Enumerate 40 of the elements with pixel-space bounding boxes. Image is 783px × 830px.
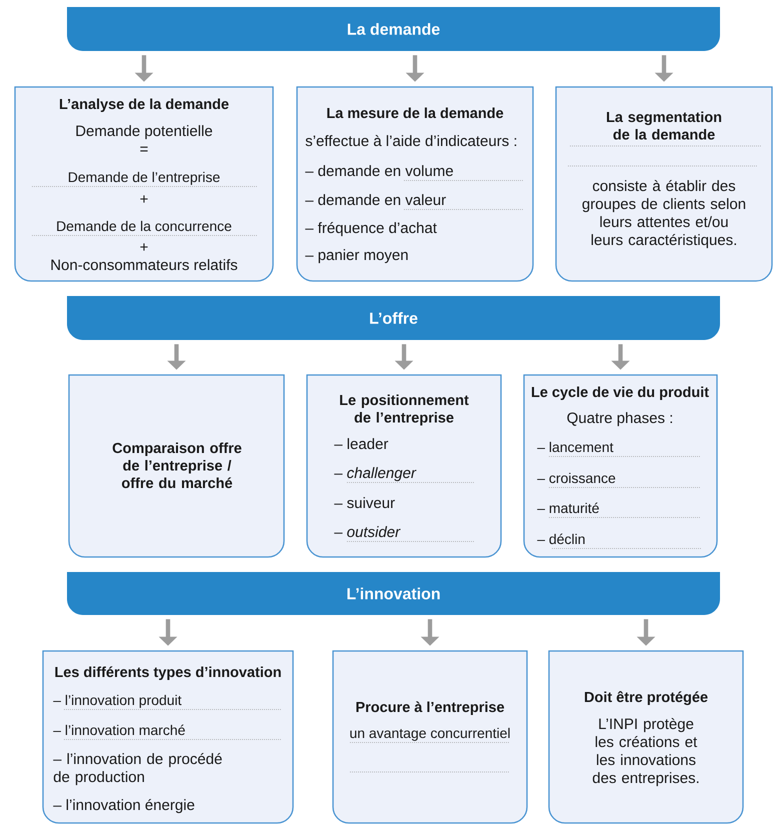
box-heading: L’analyse de la demande bbox=[60, 98, 229, 112]
answer-text: un avantage concurrentiel bbox=[350, 728, 510, 741]
box-heading: Le cycle de vie du produit bbox=[532, 386, 709, 400]
list-item: – challenger bbox=[334, 467, 416, 482]
list-item: – l’innovation énergie bbox=[53, 798, 194, 814]
list-item: – maturité bbox=[537, 502, 599, 514]
section-band: L’offre bbox=[67, 296, 720, 340]
equals-sign: = bbox=[140, 146, 148, 152]
answer-text: Demande de la concurrence bbox=[57, 220, 232, 232]
list-item: – déclin bbox=[537, 534, 585, 544]
answer-text: Demande de l’entreprise bbox=[68, 172, 220, 185]
list-item: – l’innovation produit bbox=[53, 694, 182, 708]
list-item: – outsider bbox=[334, 526, 401, 538]
plus-sign: + bbox=[140, 195, 148, 203]
box-heading: Doit être protégée bbox=[584, 691, 708, 706]
body-text: Quatre phases : bbox=[567, 412, 672, 426]
list-item: – panier moyen bbox=[305, 249, 408, 264]
box-heading: Le positionnement de l’entreprise bbox=[340, 394, 469, 426]
body-text: Demande potentielle bbox=[76, 125, 212, 140]
box-heading: Comparaison offre de l’entreprise / offre du marché bbox=[112, 442, 242, 488]
body-text: Non-consommateurs relatifs bbox=[51, 259, 238, 270]
list-item: – demande en volume bbox=[305, 165, 453, 176]
list-item: – leader bbox=[334, 438, 388, 450]
list-item: – fréquence d’achat bbox=[305, 222, 437, 236]
body-text: L’INPI protège les créations et les innovations des entreprises. bbox=[592, 718, 698, 786]
box-heading: La segmentation de la demande bbox=[606, 112, 722, 140]
list-item: – suiveur bbox=[334, 497, 395, 508]
section-band: L’innovation bbox=[67, 572, 720, 615]
list-item: – l’innovation de procédé de production bbox=[53, 752, 222, 786]
list-item: – demande en valeur bbox=[305, 194, 446, 206]
section-band: La demande bbox=[67, 7, 720, 51]
plus-sign: + bbox=[140, 243, 148, 251]
box-heading: Les différents types d’innovation bbox=[55, 666, 281, 680]
body-text: consiste à établir des groupes de clients selon leurs attentes et/ou leurs caractéristiques. bbox=[582, 180, 746, 248]
box-heading: La mesure de la demande bbox=[327, 108, 504, 118]
body-text: s’effectue à l’aide d’indicateurs : bbox=[306, 134, 516, 146]
list-item: – lancement bbox=[537, 442, 614, 452]
list-item: – croissance bbox=[537, 472, 616, 484]
box-heading: Procure à l’entreprise bbox=[356, 701, 504, 715]
list-item: – l’innovation marché bbox=[53, 724, 185, 736]
